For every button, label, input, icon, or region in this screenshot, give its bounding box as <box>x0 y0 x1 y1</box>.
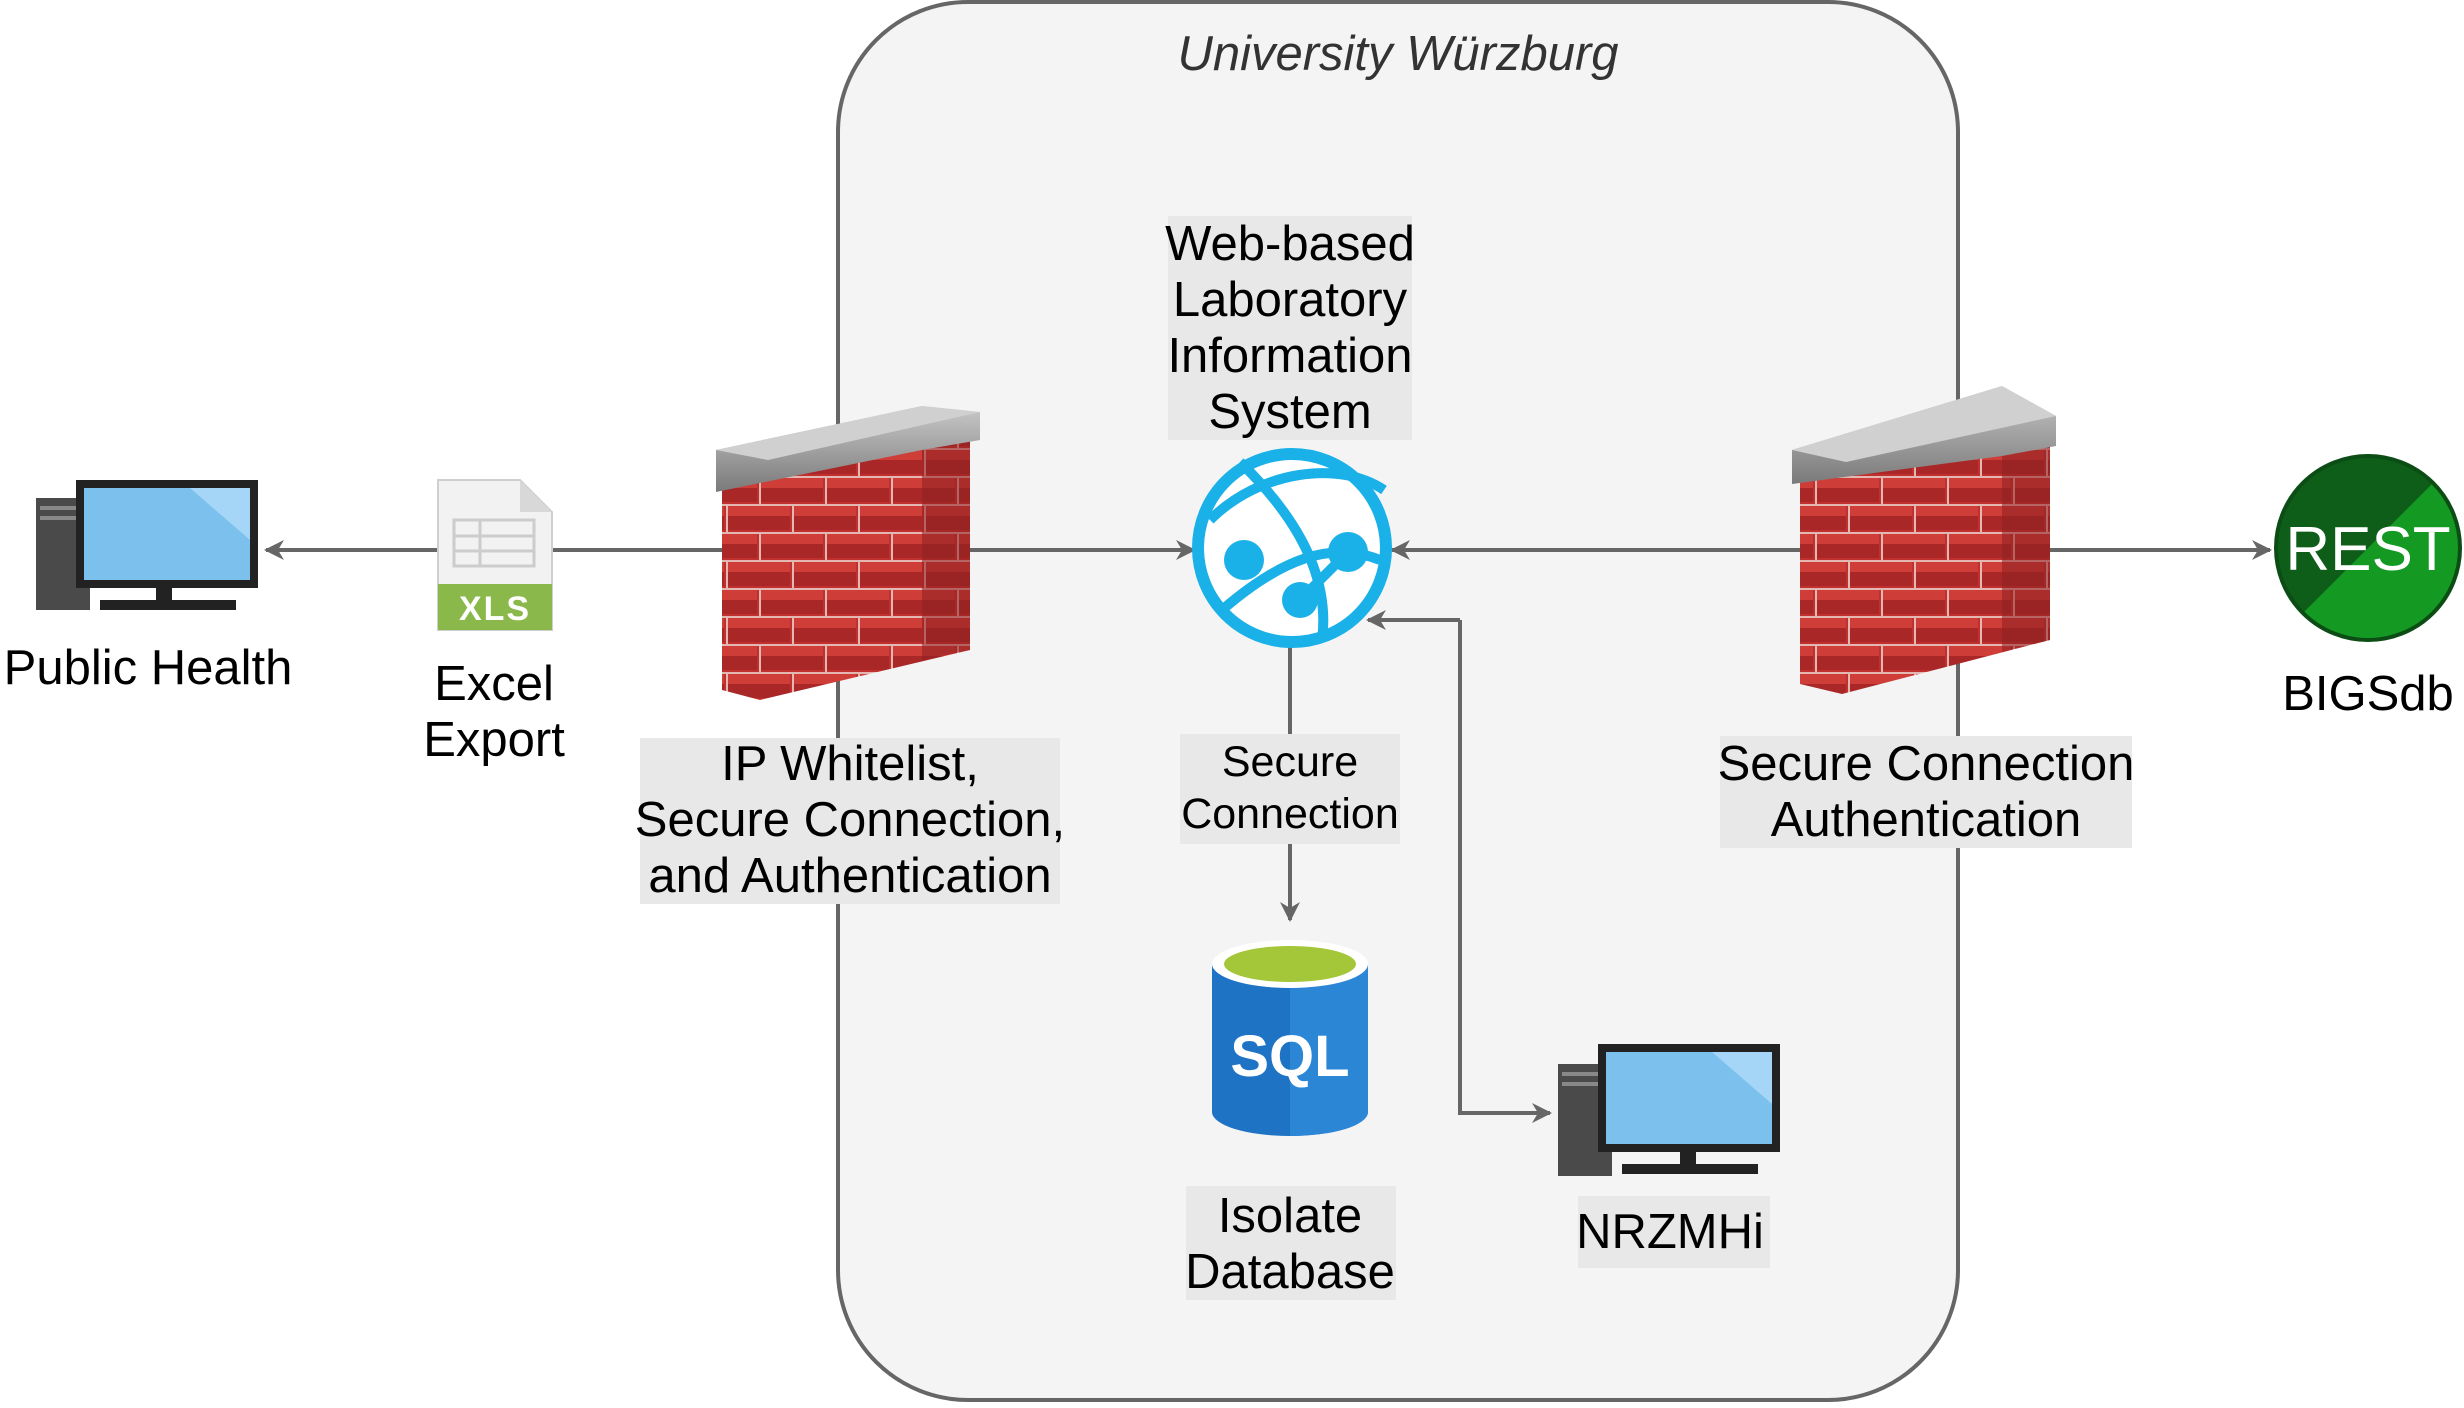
firewall-left: IP Whitelist, Secure Connection, and Aut… <box>635 406 1065 904</box>
nrzmhi-node: NRZMHi <box>1558 1044 1780 1268</box>
edge-nrzmhi-lims <box>1366 610 1552 1123</box>
firewall-icon-right <box>1792 386 2056 694</box>
secure-connection-label-1: Secure <box>1222 738 1358 786</box>
public-health-computer: Public Health <box>4 480 293 695</box>
firewall-left-label-3: and Authentication <box>648 849 1051 903</box>
firewall-right-label-2: Authentication <box>1771 793 2082 847</box>
bigsdb-node: REST BIGSdb <box>2274 454 2462 721</box>
excel-export-label-2: Export <box>423 713 565 767</box>
university-boundary <box>836 0 1960 1402</box>
boundary-title: University Würzburg <box>1177 27 1618 81</box>
bigsdb-label: BIGSdb <box>2282 667 2454 721</box>
sql-database-icon: SQL <box>1212 940 1368 1136</box>
xls-file-icon: XLS <box>437 479 553 631</box>
excel-export-label-1: Excel <box>434 657 554 711</box>
web-app-globe-icon <box>1192 448 1392 648</box>
firewall-right: Secure Connection Authentication <box>1718 386 2135 848</box>
database-label-1: Isolate <box>1218 1189 1362 1243</box>
lims-label-3: Information <box>1167 329 1412 383</box>
firewall-left-label-1: IP Whitelist, <box>721 737 979 791</box>
sql-badge: SQL <box>1230 1024 1349 1089</box>
public-health-label: Public Health <box>4 641 293 695</box>
lims-label-1: Web-based <box>1165 217 1415 271</box>
lims-label-2: Laboratory <box>1173 273 1408 327</box>
lims-node: Web-based Laboratory Information System <box>1165 216 1415 648</box>
isolate-database-node: SQL Isolate Database <box>1185 940 1396 1300</box>
nrzmhi-label: NRZMHi <box>1576 1205 1764 1259</box>
secure-connection-label-2: Connection <box>1181 790 1399 838</box>
secure-connection-edge-label: Secure Connection <box>1180 734 1400 844</box>
xls-badge: XLS <box>459 590 531 628</box>
firewall-icon <box>716 406 980 700</box>
computer-icon <box>36 480 258 610</box>
computer-icon-nrzmhi <box>1558 1044 1780 1176</box>
firewall-right-label-1: Secure Connection <box>1718 737 2135 791</box>
rest-badge: REST <box>2285 515 2450 584</box>
lims-label-4: System <box>1208 385 1371 439</box>
firewall-left-label-2: Secure Connection, <box>635 793 1065 847</box>
database-label-2: Database <box>1185 1245 1395 1299</box>
rest-api-icon: REST <box>2274 454 2462 642</box>
excel-export-node: XLS Excel Export <box>423 479 565 767</box>
